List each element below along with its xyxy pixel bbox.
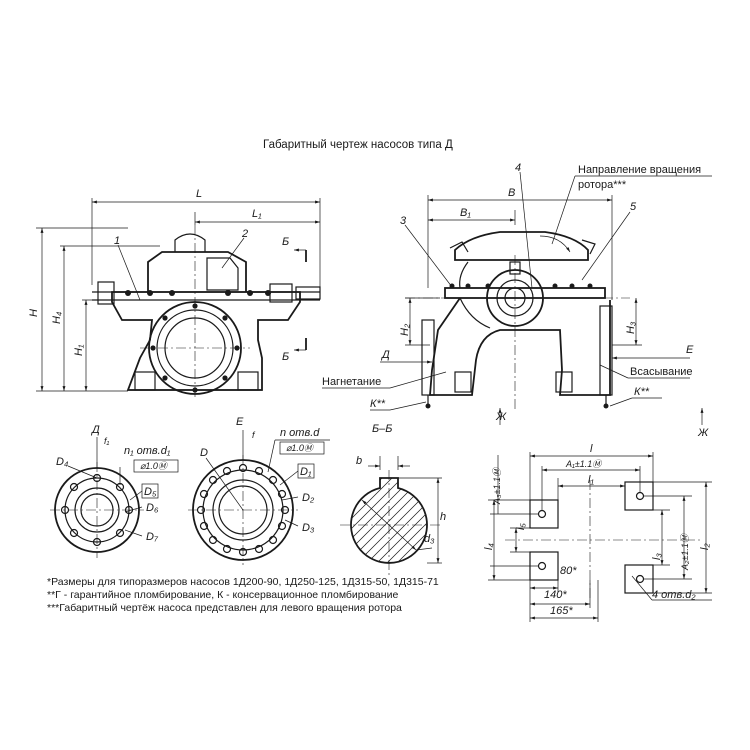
shaft-b: b — [356, 455, 362, 467]
flange-e-view-label: Е — [236, 416, 244, 428]
dim-H1: H₁ — [73, 344, 85, 356]
drawing-title: Габаритный чертеж насосов типа Д — [263, 139, 453, 151]
section-bb-label: Б–Б — [372, 423, 392, 435]
front-view: 1 2 L L₁ Б Б H H₄ H₁ — [28, 188, 321, 400]
seal-left-label: К** — [370, 398, 386, 410]
foot-l1: l₁ — [588, 474, 594, 486]
dim-H4: H₄ — [51, 312, 63, 324]
rotation-label-1: Направление вращения — [578, 164, 701, 176]
callout-3: 3 — [400, 215, 407, 227]
dim-L1: L₁ — [252, 208, 262, 220]
callout-1: 1 — [114, 235, 120, 247]
notes: *Размеры для типоразмеров насосов 1Д200-… — [47, 576, 439, 614]
foot-holes: 4 отв.d₂ — [652, 589, 696, 601]
foot-l5: l₅ — [515, 523, 527, 530]
callout-4: 4 — [515, 162, 521, 174]
foot-A3: A₃±1.1Ⓜ — [492, 466, 502, 505]
callout-5: 5 — [630, 201, 637, 213]
shaft-section: b h d₃ — [340, 455, 446, 575]
rotation-label-2: ротора*** — [578, 179, 627, 191]
shaft-h: h — [440, 511, 446, 523]
flange-d-D5: D₅ — [144, 486, 157, 498]
flange-e-D: D — [200, 447, 208, 459]
side-view: B B₁ 3 4 5 Направление вращения ротора**… — [322, 162, 712, 439]
foot-80: 80* — [560, 565, 577, 577]
note-2: **Г - гарантийное пломбирование, К - кон… — [47, 589, 398, 601]
dim-L: L — [196, 188, 202, 200]
note-3: ***Габаритный чертёж насоса представлен … — [47, 602, 402, 614]
flange-e-tol: ⌀1.0Ⓜ — [286, 443, 315, 453]
flange-e-D3: D₃ — [302, 522, 315, 534]
port-E-label: Е — [686, 344, 694, 356]
flange-e-D1: D₁ — [300, 466, 312, 478]
foot-A2: A₂±1.1Ⓜ — [680, 532, 690, 571]
flange-e-holes: n отв.d — [280, 427, 320, 439]
arrow-zh-right: Ж — [697, 427, 709, 439]
dim-B: B — [508, 187, 515, 199]
foot-plan: l A₁±1.1Ⓜ l₁ A₃±1.1Ⓜ l₄ l₅ l₃ A₂±1.1Ⓜ — [483, 443, 712, 622]
flange-d-view-label: Д — [90, 424, 100, 436]
shaft-d3: d₃ — [424, 533, 435, 545]
flange-d-tol: ⌀1.0Ⓜ — [140, 461, 169, 471]
section-b-bottom: Б — [282, 351, 289, 363]
flange-e-D2: D₂ — [302, 492, 315, 504]
dim-H2: H₂ — [399, 323, 411, 336]
seal-right-label: К** — [634, 386, 650, 398]
suction-label: Всасывание — [630, 366, 693, 378]
foot-l: l — [590, 443, 593, 455]
flange-d-holes: n₁ отв.d₁ — [124, 445, 171, 457]
foot-140: 140* — [544, 589, 567, 601]
flange-e-f: f — [252, 430, 256, 440]
dim-H3: H₃ — [625, 321, 637, 334]
flange-d-f1: f₁ — [104, 436, 110, 446]
arrow-zh-left: Ж — [495, 411, 507, 423]
section-b-top: Б — [282, 236, 289, 248]
dim-H: H — [28, 309, 40, 317]
flange-e-view: Е f n отв.d ⌀1.0Ⓜ D D₁ D₂ D₃ — [188, 416, 330, 565]
foot-l4: l₄ — [483, 543, 495, 550]
port-D-label: Д — [380, 349, 390, 361]
foot-A1: A₁±1.1Ⓜ — [565, 459, 603, 469]
foot-l3: l₃ — [651, 553, 663, 560]
dim-B1: B₁ — [460, 207, 471, 219]
foot-l2: l₂ — [699, 543, 711, 550]
foot-165: 165* — [550, 605, 573, 617]
discharge-label: Нагнетание — [322, 376, 381, 388]
flange-d-D6: D₆ — [146, 502, 159, 514]
flange-d-D7: D₇ — [146, 531, 159, 543]
note-1: *Размеры для типоразмеров насосов 1Д200-… — [47, 576, 439, 588]
flange-d-view: Д f₁ n₁ отв.d₁ ⌀1.0Ⓜ D₄ D₅ D₆ D₇ — [50, 424, 179, 558]
callout-2: 2 — [241, 228, 248, 240]
flange-d-D4: D₄ — [56, 456, 68, 468]
